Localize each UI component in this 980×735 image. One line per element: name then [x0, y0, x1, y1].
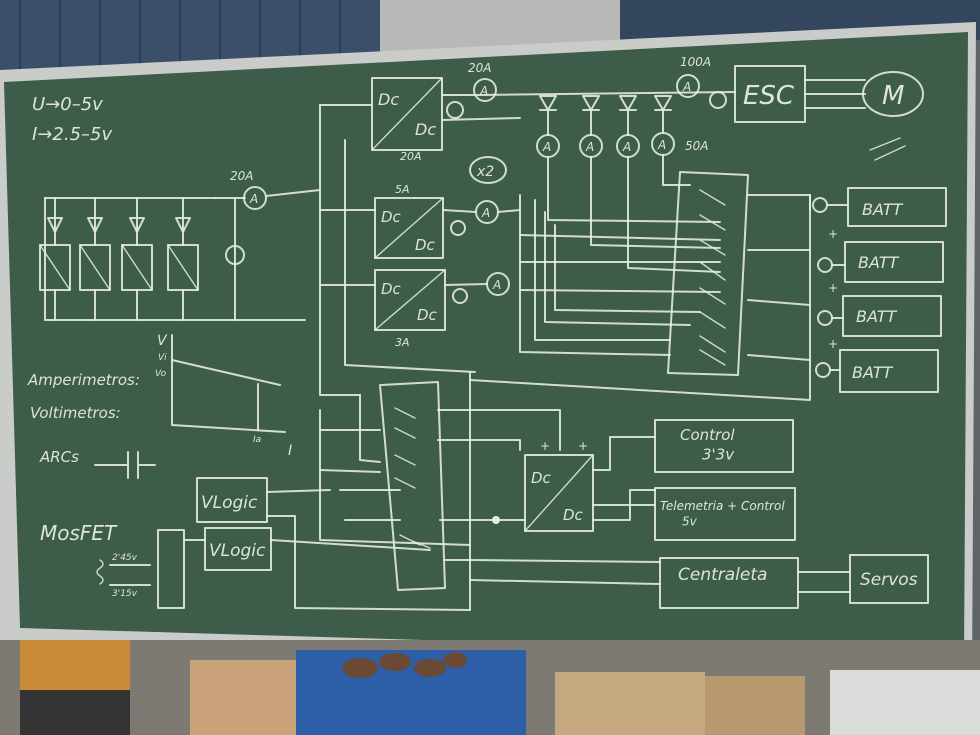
svg-text:VLogic: VLogic	[201, 493, 258, 513]
svg-text:3'15v: 3'15v	[112, 589, 138, 599]
ammeter-input: A 20A	[230, 169, 321, 210]
svg-text:A: A	[657, 138, 666, 152]
svg-text:Ia: Ia	[253, 435, 261, 445]
blue-crate	[296, 650, 526, 735]
note-line-2: I→2.5–5v	[32, 124, 112, 145]
svg-text:A: A	[481, 206, 490, 220]
svg-text:VLogic: VLogic	[209, 541, 266, 561]
svg-text:100A: 100A	[680, 55, 711, 69]
solar-panel-1	[39, 197, 71, 291]
svg-text:Dc: Dc	[378, 90, 399, 109]
svg-text:A: A	[585, 140, 594, 154]
svg-text:A: A	[492, 278, 501, 292]
svg-text:MosFET: MosFET	[40, 521, 118, 545]
svg-text:+: +	[540, 439, 550, 453]
svg-text:A: A	[479, 84, 488, 98]
note-line-1: U→0–5v	[32, 94, 103, 115]
svg-text:Dc: Dc	[415, 120, 436, 139]
high-current-path: A 20A A 100A A A A A 50A	[441, 55, 736, 273]
svg-text:Dc: Dc	[417, 306, 438, 324]
svg-text:x2: x2	[476, 164, 494, 180]
svg-text:+: +	[828, 281, 838, 295]
esc-block: ESC	[734, 65, 866, 123]
white-cabinet	[830, 670, 980, 735]
dark-object	[20, 690, 130, 735]
svg-text:3A: 3A	[395, 336, 410, 349]
voltmeter-icon	[446, 101, 464, 119]
cardboard-box	[20, 640, 130, 695]
voltmeter-icon	[450, 220, 466, 236]
dc-converter-logic: Dc Dc + +	[439, 436, 656, 532]
svg-text:2'45v: 2'45v	[112, 553, 138, 563]
svg-text:50A: 50A	[685, 139, 708, 153]
svg-text:+: +	[578, 439, 588, 453]
svg-text:Dc: Dc	[381, 208, 402, 226]
svg-text:ARCs: ARCs	[39, 448, 79, 466]
vlogic-block-2: VLogic	[204, 527, 431, 571]
svg-text:Vi: Vi	[158, 353, 167, 363]
battery-2: BATT	[817, 241, 944, 283]
chalkboard	[4, 32, 968, 656]
lower-switch-bank	[319, 381, 561, 591]
cardboard-box	[705, 676, 805, 735]
voltmeter-icon	[709, 91, 727, 109]
top-left-notes: U→0–5v I→2.5–5v	[32, 94, 112, 145]
servos-block: Servos	[849, 554, 929, 604]
svg-text:20A: 20A	[400, 150, 422, 163]
dc-converter-5a: Dc Dc 5A	[374, 183, 444, 259]
svg-text:20A: 20A	[468, 61, 491, 75]
svg-text:A: A	[622, 140, 631, 154]
svg-text:V: V	[157, 333, 168, 349]
svg-text:BATT: BATT	[862, 200, 904, 219]
svg-text:+: +	[828, 227, 838, 241]
solar-panel-3	[121, 197, 153, 291]
svg-text:A: A	[682, 80, 691, 94]
svg-text:Servos: Servos	[860, 570, 918, 590]
motor-icon: M	[862, 71, 924, 117]
voltmeter-icon	[225, 245, 245, 265]
svg-text:Dc: Dc	[563, 506, 584, 524]
cardboard-box	[555, 672, 705, 735]
voltmeter-icon	[452, 288, 468, 304]
converter2-output: x2 A A	[442, 156, 721, 356]
legend-notes: Amperimetros: Voltimetros: ARCs MosFET	[27, 371, 156, 545]
svg-text:Dc: Dc	[415, 236, 436, 254]
svg-text:BATT: BATT	[858, 253, 900, 272]
svg-text:BATT: BATT	[852, 363, 894, 382]
dc-converter-main: Dc Dc 20A	[371, 77, 443, 163]
main-bus	[319, 104, 361, 396]
svg-text:5A: 5A	[395, 183, 410, 196]
svg-text:Amperimetros:: Amperimetros:	[27, 371, 140, 389]
dc-converter-3a: Dc Dc 3A	[374, 269, 446, 349]
svg-text:A: A	[249, 192, 258, 206]
centraleta-block: Centraleta	[469, 557, 851, 609]
svg-text:+: +	[828, 337, 838, 351]
svg-text:Voltimetros:: Voltimetros:	[30, 404, 121, 422]
vi-graph: V Vi Vo I Ia	[155, 333, 292, 459]
vlogic-block-1: VLogic	[196, 477, 331, 523]
battery-bank: BATT BATT BATT BATT + + +	[469, 137, 947, 401]
svg-text:Vo: Vo	[155, 369, 167, 379]
svg-text:20A: 20A	[230, 169, 253, 183]
svg-text:Dc: Dc	[531, 469, 552, 487]
svg-text:BATT: BATT	[856, 307, 898, 326]
svg-text:Centraleta: Centraleta	[678, 565, 767, 585]
svg-text:Dc: Dc	[381, 280, 402, 298]
svg-text:M: M	[882, 81, 904, 111]
solar-panel-array	[39, 197, 306, 321]
svg-text:ESC: ESC	[743, 81, 795, 111]
battery-1: BATT	[812, 187, 947, 227]
mosfet-sketch: 2'45v 3'15v	[96, 529, 206, 609]
svg-text:I: I	[288, 443, 292, 459]
battery-3: BATT	[817, 295, 942, 337]
battery-4: BATT	[815, 349, 939, 393]
svg-text:A: A	[542, 140, 551, 154]
